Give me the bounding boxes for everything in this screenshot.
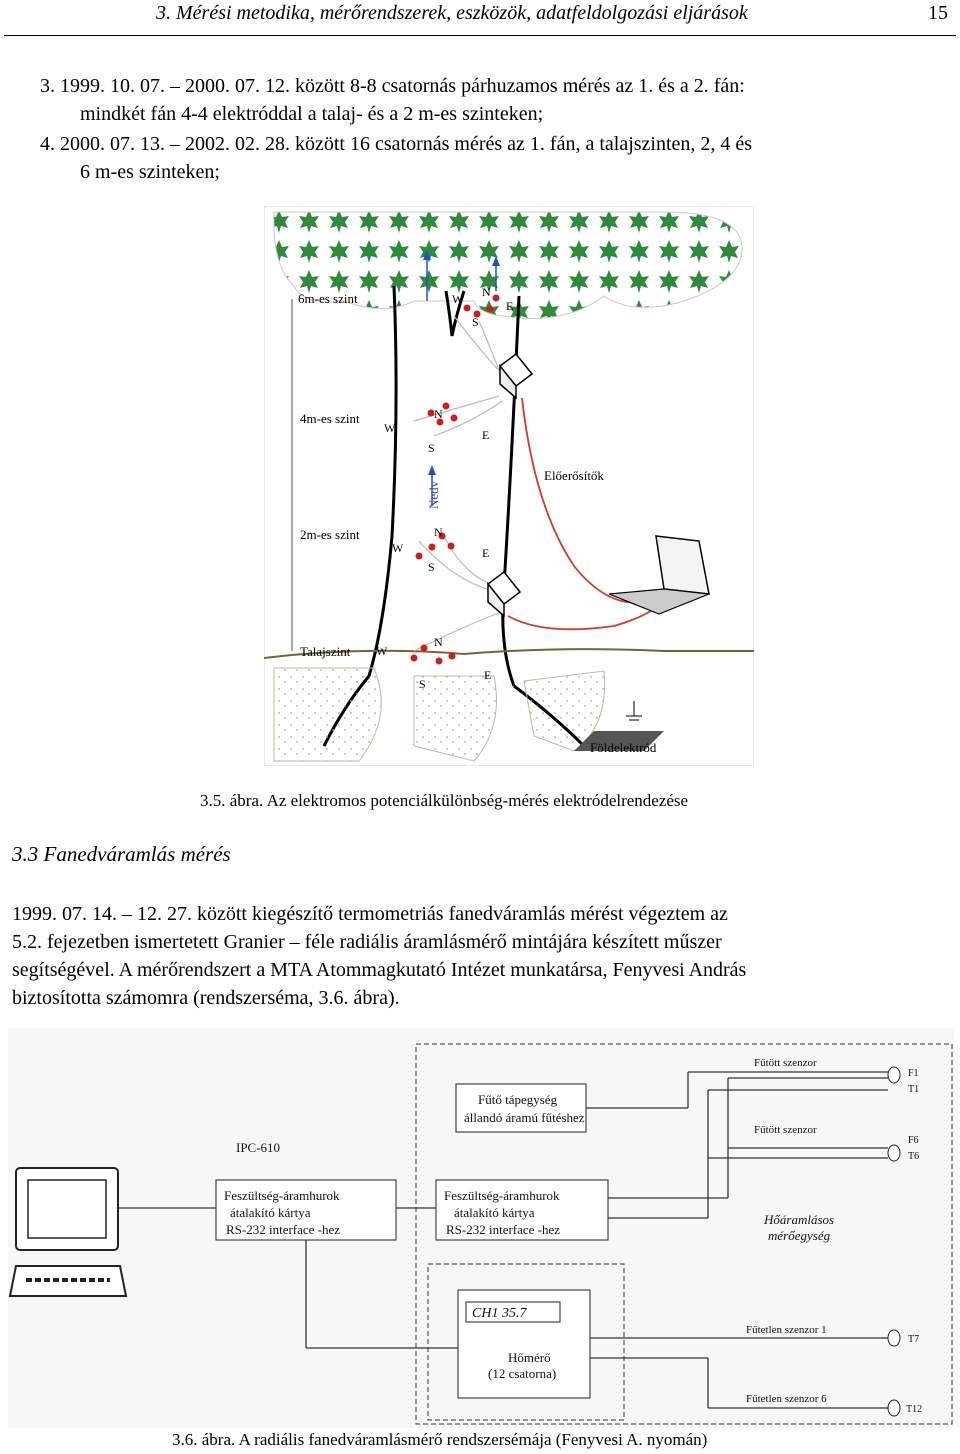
list-item-3-line2: mindkét fán 4-4 elektróddal a talaj- és …: [80, 103, 544, 125]
dir-e-ground: E: [484, 668, 491, 682]
heatflow-line2: mérőegység: [768, 1228, 831, 1243]
card1-line3: RS-232 interface -hez: [226, 1222, 340, 1237]
unheated-sensor-label-1: Fűtetlen szenzor 1: [746, 1324, 827, 1336]
level-label-2m: 2m-es szint: [300, 527, 360, 542]
figure-caption-3-6: 3.6. ábra. A radiális fanedváramlásmérő …: [172, 1430, 708, 1449]
moisture-label: Nedv: [426, 480, 441, 509]
thermometer-line1: Hőmérő: [508, 1350, 551, 1365]
unheated-sensor-label-6: Fűtetlen szenzor 6: [746, 1393, 827, 1405]
card2-line3: RS-232 interface -hez: [446, 1222, 560, 1237]
sensor-connector-f1: [887, 1066, 901, 1084]
figure-caption-3-5: 3.5. ábra. Az elektromos potenciálkülönb…: [200, 791, 689, 810]
heatflow-line1: Hőáramlásos: [763, 1212, 834, 1227]
dir-w-4m: W: [384, 421, 396, 435]
ground-plate: [574, 731, 664, 751]
figure-electrode-layout: 6m-es szint 4m-es szint 2m-es szint Tala…: [264, 206, 754, 766]
list-item-4-line2: 6 m-es szinteken;: [80, 161, 220, 183]
port-f1: F1: [908, 1068, 919, 1079]
level-label-ground: Talajszint: [300, 644, 351, 659]
card1-line2: átalakító kártya: [230, 1205, 311, 1220]
section-title: 3.3 Fanedváramlás mérés: [12, 842, 231, 866]
interface-card-2: [435, 1179, 609, 1241]
sensor-connector-t7: [887, 1329, 901, 1347]
paragraph-line-3: segítségével. A mérőrendszert a MTA Atom…: [12, 959, 747, 981]
laptop: [608, 535, 710, 615]
port-t1: T1: [908, 1084, 919, 1095]
page-number: 15: [928, 2, 948, 24]
dir-n-6m: N: [482, 285, 491, 299]
header-title: 3. Mérési metodika, mérőrendszerek, eszk…: [156, 2, 748, 24]
level-label-6m: 6m-es szint: [298, 291, 358, 306]
paragraph-line-1: 1999. 07. 14. – 12. 27. között kiegészít…: [12, 903, 728, 925]
thermometer-readout: CH1 35.7: [472, 1306, 527, 1321]
dir-s-2m: S: [428, 560, 435, 574]
list-item-4-line1: 4. 2000. 07. 13. – 2002. 02. 28. között …: [40, 133, 753, 155]
heater-line1: Fűtő tápegység: [478, 1092, 558, 1107]
paragraph-line-2: 5.2. fejezetben ismertetett Granier – fé…: [12, 931, 722, 953]
sensor-connector-t12: [887, 1399, 901, 1417]
thermometer-display: [465, 1301, 561, 1323]
dir-w-ground: W: [376, 644, 388, 658]
card1-line1: Feszültség-áramhurok: [224, 1188, 340, 1203]
dir-s-6m: S: [472, 315, 479, 329]
amplifiers-label: Előerősítők: [544, 468, 604, 483]
dir-e-6m: E: [506, 299, 513, 313]
dir-w-2m: W: [392, 541, 404, 555]
amplifier-top: [498, 352, 534, 400]
dir-w-6m: W: [452, 292, 464, 306]
heated-sensor-label-2: Fűtött szenzor: [754, 1124, 817, 1136]
dir-e-4m: E: [482, 428, 489, 442]
page-header: 3. Mérési metodika, mérőrendszerek, eszk…: [0, 0, 960, 40]
sensor-connector-f6: [887, 1144, 901, 1162]
canopy: [273, 211, 743, 319]
dir-s-ground: S: [419, 677, 426, 691]
pc-label: IPC-610: [236, 1140, 280, 1155]
port-t6: T6: [908, 1151, 919, 1162]
dir-n-2m: N: [434, 525, 443, 539]
paragraph-line-4: biztosította számomra (rendszerséma, 3.6…: [12, 987, 400, 1009]
dir-s-4m: S: [428, 441, 435, 455]
list-item-3-line1: 3. 1999. 10. 07. – 2000. 07. 12. között …: [40, 75, 745, 97]
port-t12: T12: [906, 1404, 922, 1415]
ground-electrode-label: Földelektród: [590, 740, 657, 755]
dir-n-4m: N: [434, 407, 443, 421]
card2-line2: átalakító kártya: [454, 1205, 535, 1220]
level-label-4m: 4m-es szint: [300, 411, 360, 426]
header-rule: [4, 35, 956, 36]
port-t7: T7: [908, 1334, 919, 1345]
figure-system-schema: IPC-610 Feszültség-áramhurok átalakító k…: [8, 1028, 954, 1428]
card2-line1: Feszültség-áramhurok: [444, 1188, 560, 1203]
amplifier-bottom: [486, 570, 522, 618]
dir-e-2m: E: [482, 546, 489, 560]
dir-n-ground: N: [434, 635, 443, 649]
tree-trunk-left: [367, 285, 398, 677]
heater-line2: állandó áramú fűtéshez: [464, 1110, 585, 1125]
interface-card-1: [215, 1179, 397, 1241]
port-f6: F6: [908, 1135, 919, 1146]
thermometer-line2: (12 csatorna): [488, 1366, 556, 1381]
heated-sensor-label-1: Fűtött szenzor: [754, 1057, 817, 1069]
